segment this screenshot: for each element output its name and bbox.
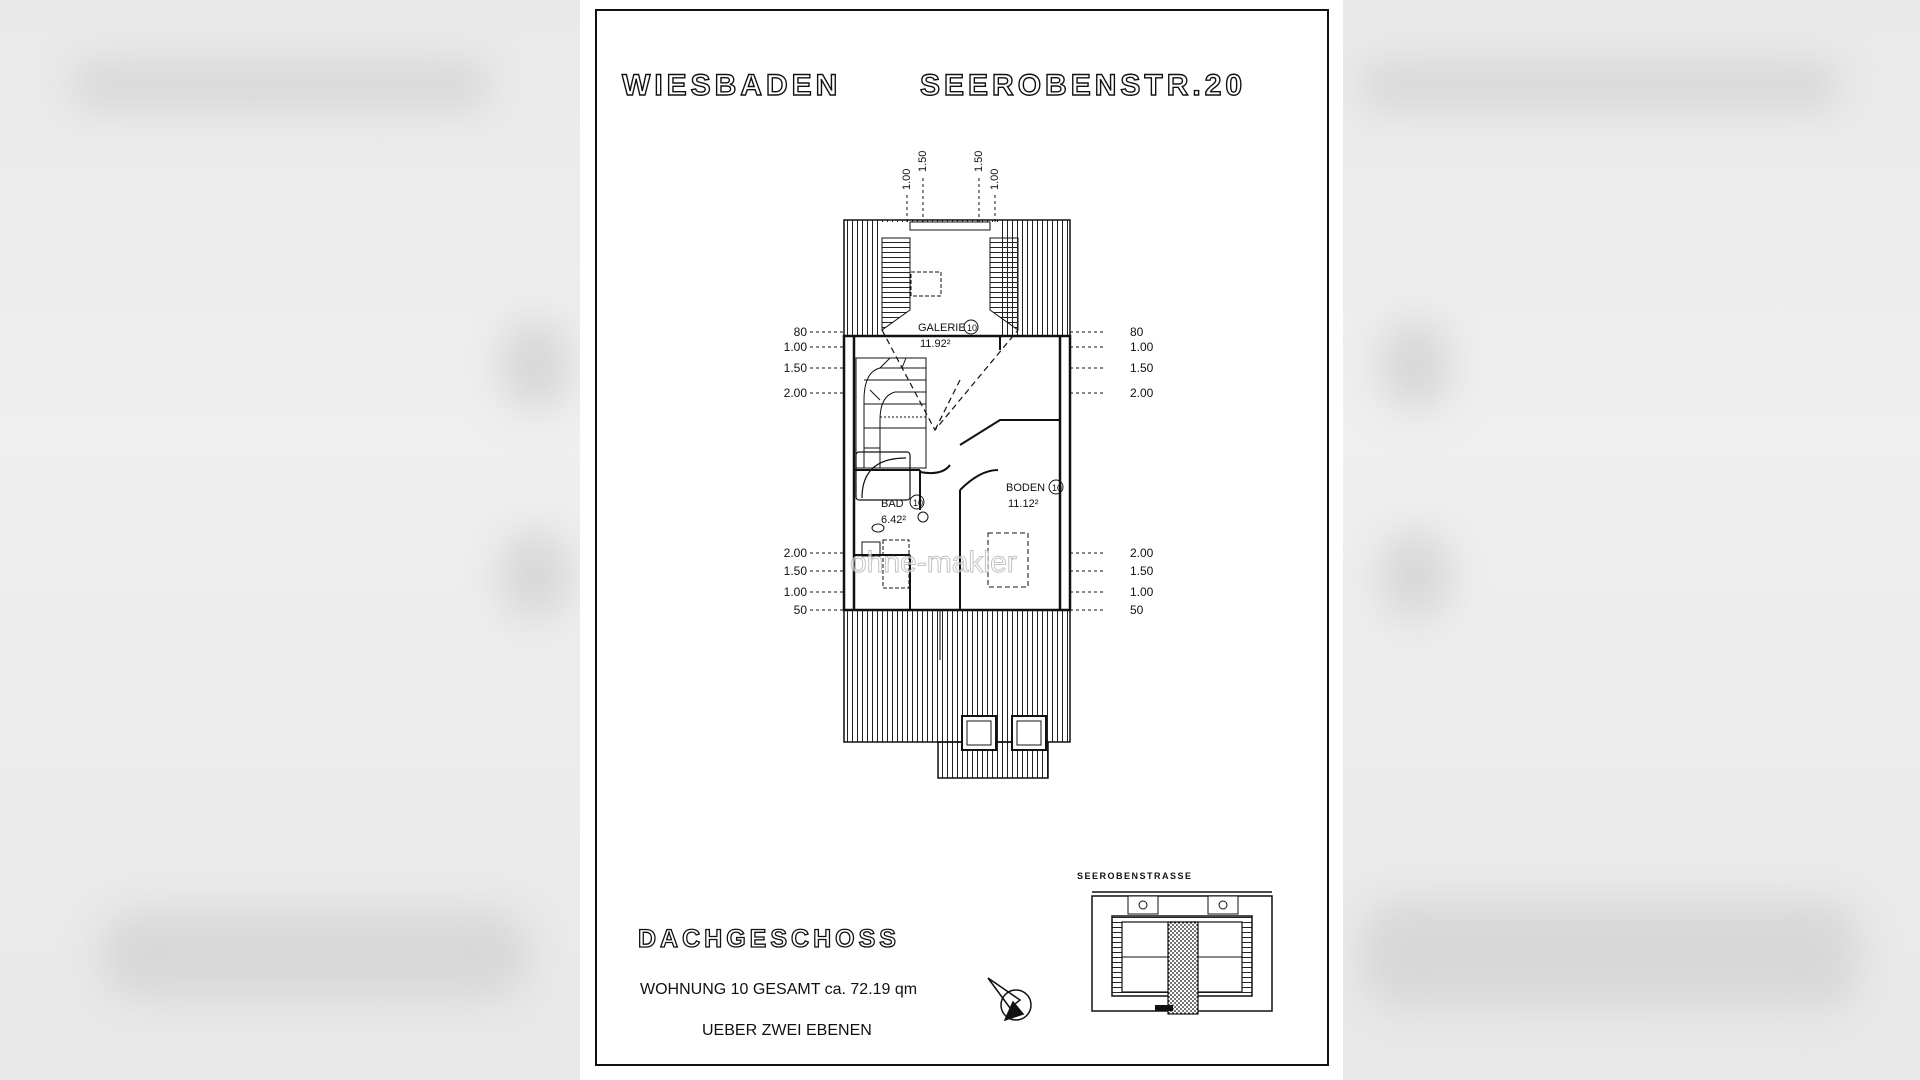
background-blur-shape <box>500 530 570 620</box>
north-arrow-icon <box>987 977 1032 1022</box>
sheet-frame <box>595 9 1329 1066</box>
dim-label: 2.00 <box>784 546 808 560</box>
dim-label: 1.00 <box>989 169 1001 190</box>
dim-label: 1.50 <box>784 361 808 375</box>
bathtub <box>855 451 911 501</box>
dim-label: 1.00 <box>784 340 808 354</box>
roof-lower <box>843 609 1071 779</box>
dim-label: 50 <box>1130 603 1144 617</box>
dim-label: 1.50 <box>784 564 808 578</box>
floor-plan-sheet: WIESBADEN SEEROBENSTR.20 1.00 1.50 1.50 … <box>580 0 1343 1080</box>
room-label-galerie: GALERIE <box>918 322 966 334</box>
roof-upper <box>843 219 1071 338</box>
watermark: ohne-makler <box>850 546 1017 579</box>
room-area-galerie: 11.92² <box>920 338 951 350</box>
dim-label: 80 <box>794 325 808 339</box>
background-blur-shape <box>70 60 490 110</box>
background-blur-shape <box>1380 530 1450 620</box>
room-label-boden: BODEN <box>1006 482 1045 494</box>
galerie-void <box>881 329 1019 432</box>
room-number-circle <box>909 494 925 510</box>
room-number-boden: 10 <box>1052 483 1062 493</box>
title-city: WIESBADEN <box>622 69 841 102</box>
dim-label: 1.00 <box>901 169 913 190</box>
interior-walls <box>854 336 1060 610</box>
title-street: SEEROBENSTR.20 <box>920 69 1246 102</box>
background-blur-shape <box>1380 320 1450 410</box>
room-number-bad: 10 <box>913 498 923 508</box>
room-label-bad: BAD <box>881 498 904 510</box>
top-dimension-lines <box>906 178 996 225</box>
room-area-boden: 11.12² <box>1008 498 1039 510</box>
dim-label: 1.00 <box>1130 585 1154 599</box>
background-blur-shape <box>1360 60 1840 110</box>
dim-label: 50 <box>794 603 808 617</box>
background-blur-shape <box>1360 900 1860 1010</box>
dim-label: 1.00 <box>784 585 808 599</box>
dim-label: 80 <box>1130 325 1144 339</box>
bath-fixtures <box>861 511 929 589</box>
dim-label: 2.00 <box>1130 546 1154 560</box>
room-number-circle <box>963 319 979 335</box>
skylight-boden <box>987 532 1029 588</box>
dim-label: 1.50 <box>1130 361 1154 375</box>
room-number-circle <box>1048 479 1064 495</box>
dim-label: 1.50 <box>1130 564 1154 578</box>
dim-label: 2.00 <box>1130 386 1154 400</box>
room-number-galerie: 10 <box>967 323 977 333</box>
site-plan-street-label: SEEROBENSTRASSE <box>1077 871 1193 881</box>
dim-label: 2.00 <box>784 386 808 400</box>
background-blur-shape <box>500 320 570 410</box>
dim-label: 1.50 <box>917 151 929 172</box>
apartment-levels: UEBER ZWEI EBENEN <box>702 1022 872 1039</box>
room-area-bad: 6.42² <box>881 514 906 526</box>
dim-label: 1.00 <box>1130 340 1154 354</box>
background-blur-shape <box>100 910 530 1000</box>
site-plan: SEEROBENSTRASSE <box>1077 871 1273 1015</box>
floor-plan-drawing: WIESBADEN SEEROBENSTR.20 1.00 1.50 1.50 … <box>595 9 1329 1066</box>
dim-label: 1.50 <box>973 151 985 172</box>
floor-title: DACHGESCHOSS <box>638 925 900 953</box>
apartment-area: WOHNUNG 10 GESAMT ca. 72.19 qm <box>640 981 917 998</box>
